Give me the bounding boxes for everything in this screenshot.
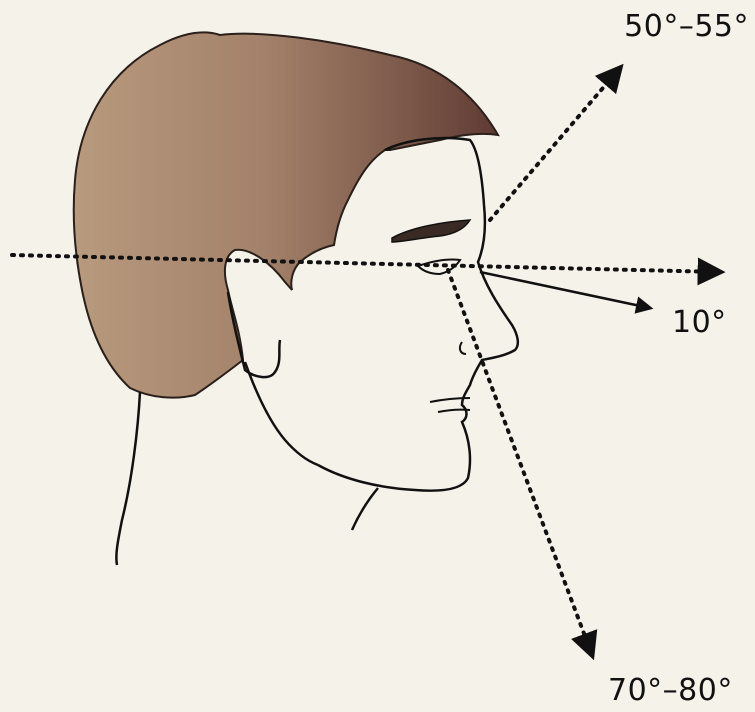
neck-back-line <box>116 392 140 565</box>
slight-downward-label: 10° <box>672 308 727 338</box>
upward-rotation-label: 50°–55° <box>624 12 749 42</box>
eyebrow <box>392 220 470 242</box>
hair <box>74 32 498 397</box>
downward-rotation-label: 70°–80° <box>608 676 733 706</box>
slight-downward-line <box>480 272 650 308</box>
nostril <box>460 342 466 354</box>
upward-rotation-line <box>490 68 620 220</box>
neck-front-line <box>352 488 378 530</box>
jaw-line <box>245 362 318 465</box>
